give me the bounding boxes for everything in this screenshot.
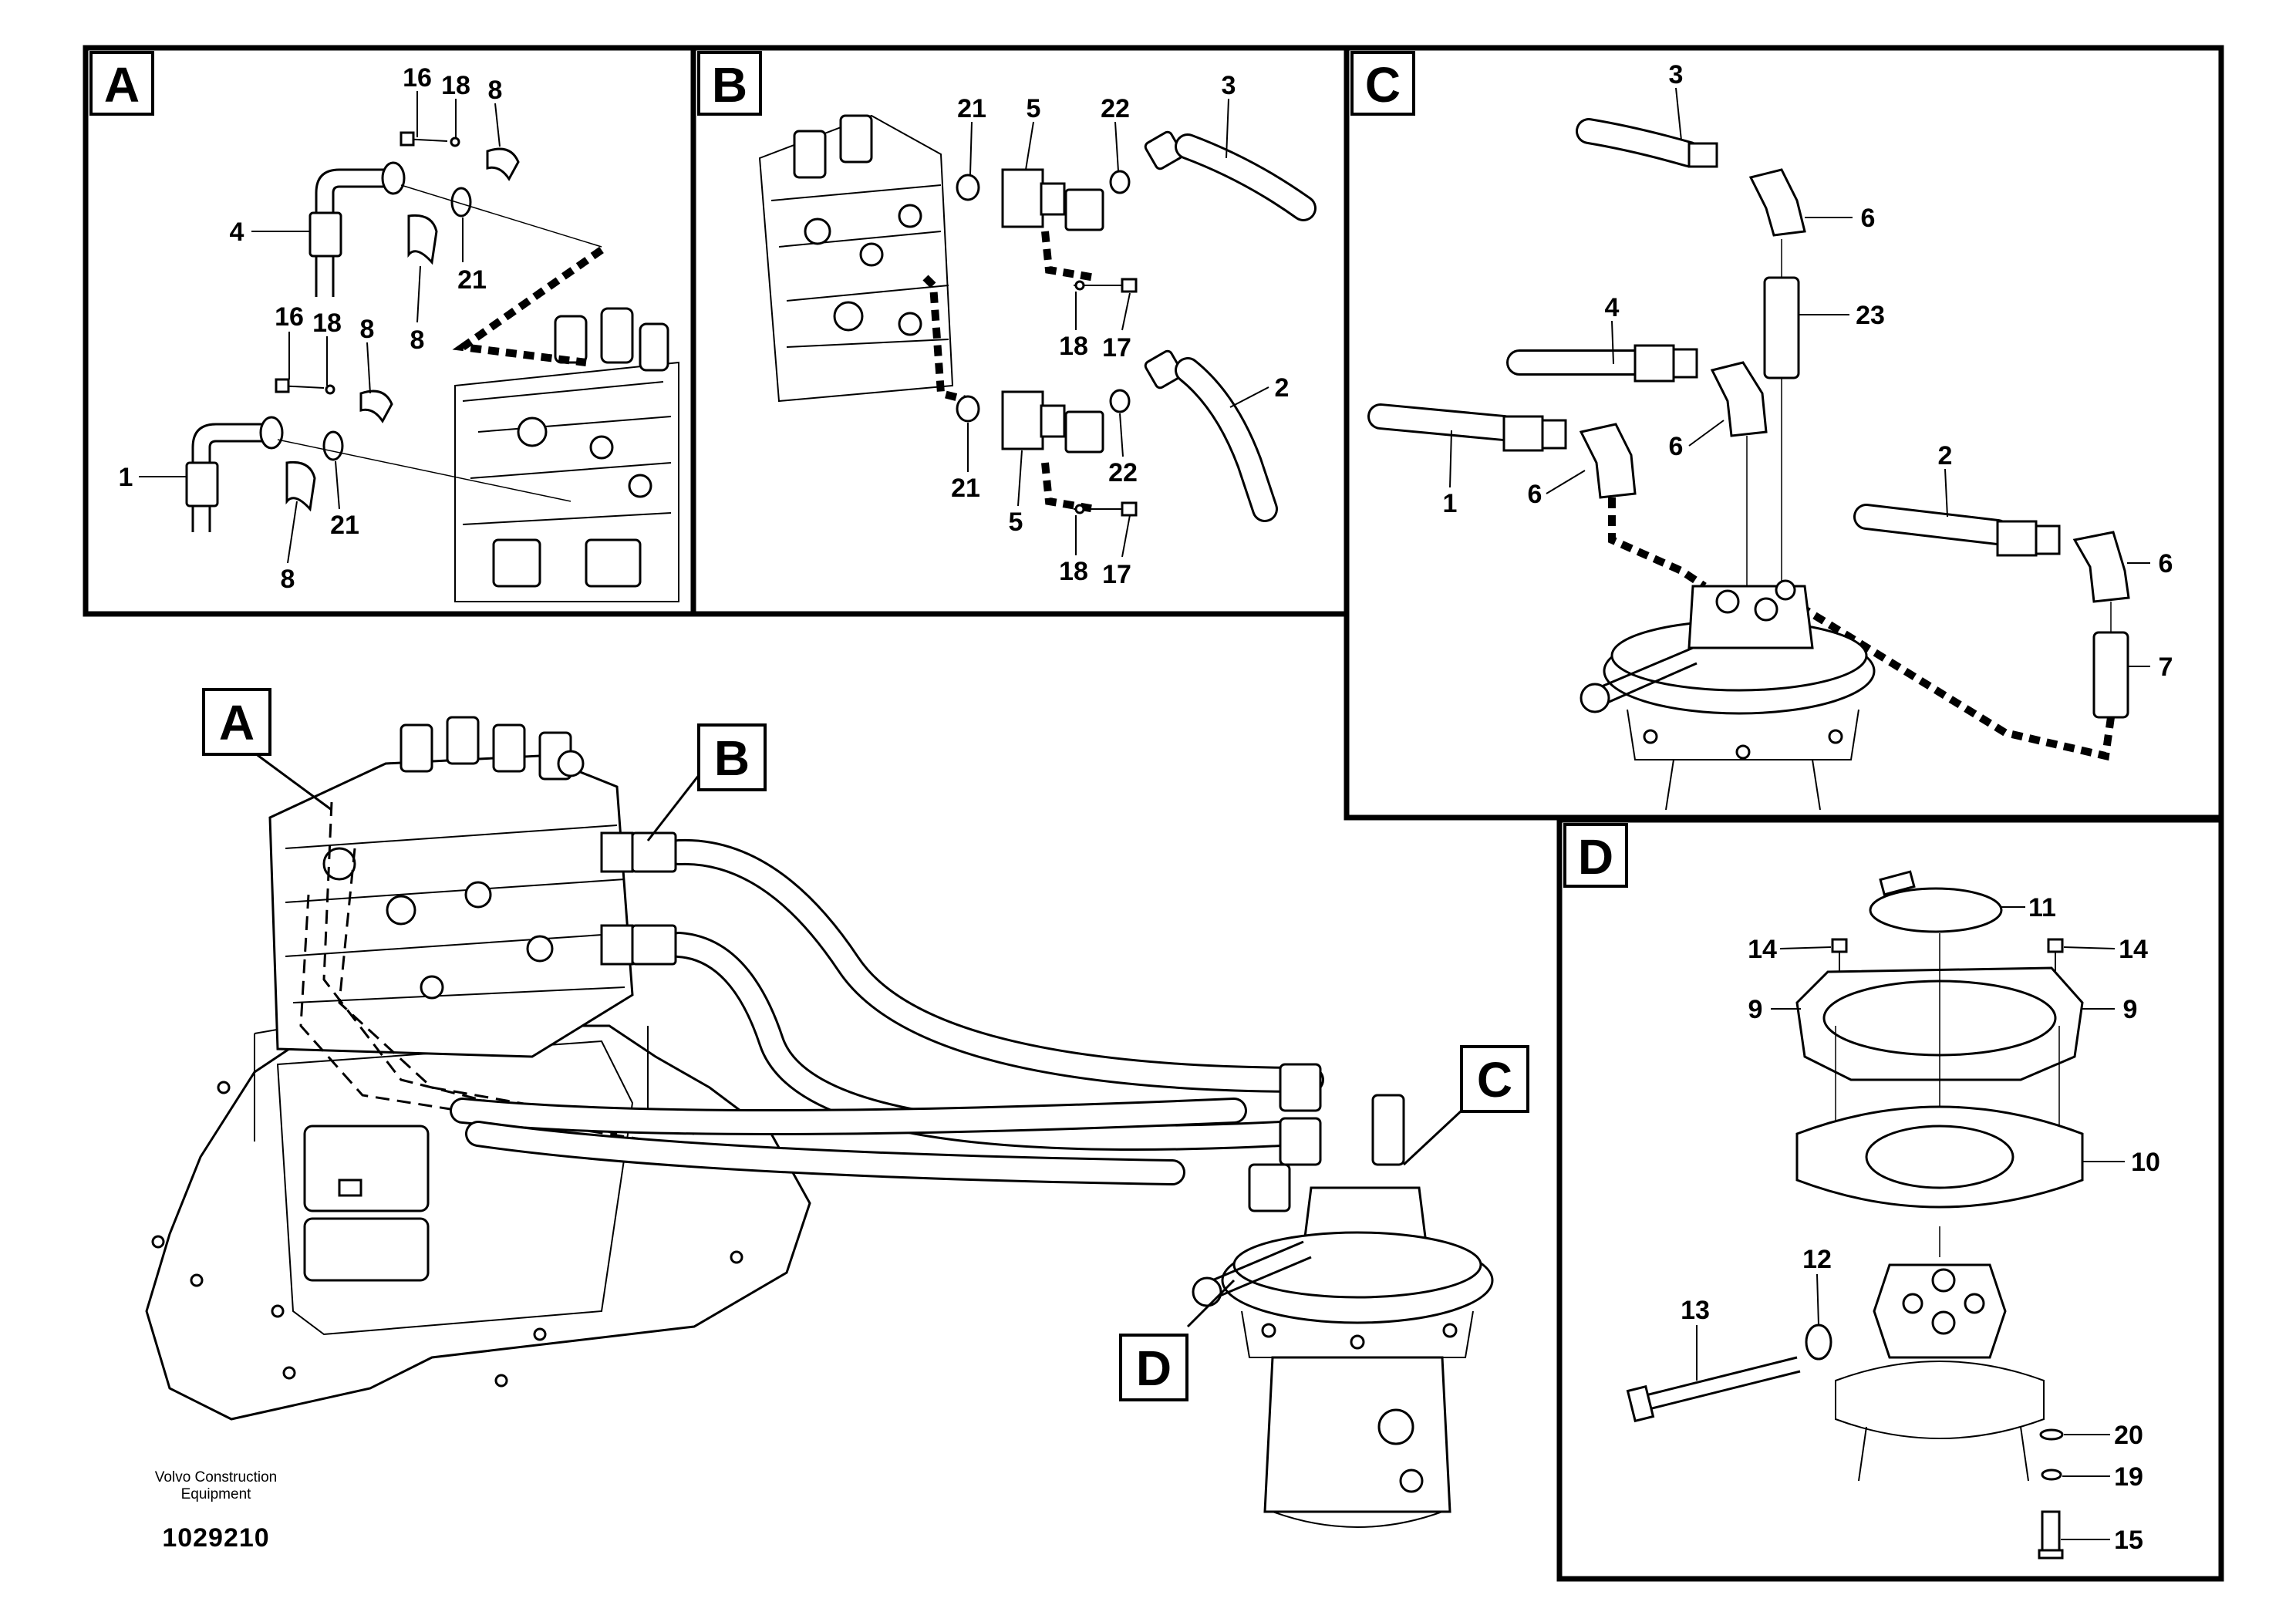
callout: 3 bbox=[1222, 71, 1236, 100]
company-name-line1: Volvo Construction bbox=[154, 1469, 278, 1485]
callout: 9 bbox=[2123, 995, 2138, 1024]
main-tag-c: C bbox=[1402, 1045, 1529, 1166]
panel-c-tag-text: C bbox=[1365, 57, 1401, 113]
callout: 17 bbox=[1102, 333, 1131, 363]
callout: 1 bbox=[1443, 489, 1458, 518]
callout: 5 bbox=[1027, 94, 1041, 123]
panel-a-callouts: 16 18 8 4 21 8 16 18 8 1 8 21 bbox=[119, 63, 503, 594]
panel-d-callouts: 11 14 14 9 9 10 12 13 20 19 15 bbox=[1681, 893, 2160, 1555]
panel-a-tag: A bbox=[89, 51, 154, 116]
callout: 6 bbox=[1669, 432, 1684, 461]
footer-block: Volvo Construction Equipment 1029210 bbox=[123, 1469, 308, 1553]
main-tag-a-text: A bbox=[219, 695, 255, 750]
panel-a-drawing bbox=[185, 131, 679, 602]
callout: 3 bbox=[1669, 60, 1684, 89]
callout: 12 bbox=[1802, 1245, 1832, 1274]
main-tag-d-text: D bbox=[1136, 1340, 1172, 1396]
panel-b-drawing bbox=[758, 114, 1317, 522]
callout: 21 bbox=[951, 474, 980, 503]
callout: 18 bbox=[441, 71, 470, 100]
panel-d-tag-text: D bbox=[1578, 829, 1613, 885]
callout: 6 bbox=[1861, 204, 1876, 233]
callout: 22 bbox=[1108, 458, 1138, 487]
callout: 8 bbox=[360, 315, 375, 344]
callout: 9 bbox=[1748, 995, 1763, 1024]
callout: 6 bbox=[1528, 480, 1542, 509]
callout: 4 bbox=[1605, 293, 1620, 322]
swivel-joint-c bbox=[1580, 579, 1876, 811]
company-name-line2: Equipment bbox=[180, 1486, 251, 1502]
callout: 11 bbox=[2028, 893, 2056, 922]
callout: 20 bbox=[2114, 1421, 2143, 1450]
callout: 5 bbox=[1009, 508, 1023, 537]
panel-c-drawing bbox=[1367, 118, 2130, 811]
main-control-valve bbox=[268, 716, 634, 1058]
main-tag-d: D bbox=[1119, 1279, 1236, 1401]
callout: 23 bbox=[1856, 301, 1885, 330]
callout: 8 bbox=[488, 76, 503, 105]
callout: 8 bbox=[281, 565, 295, 594]
callout: 2 bbox=[1938, 441, 1953, 470]
callout: 22 bbox=[1101, 94, 1130, 123]
callout: 16 bbox=[275, 302, 304, 332]
main-swivel-joint bbox=[1192, 1063, 1494, 1528]
panel-c-tag: C bbox=[1350, 51, 1415, 116]
valve-block-a bbox=[454, 307, 679, 602]
main-tag-a: A bbox=[202, 688, 332, 811]
callout: 19 bbox=[2114, 1462, 2143, 1492]
callout: 16 bbox=[403, 63, 432, 93]
panel-c-callouts: 3 6 23 4 1 6 6 2 6 7 bbox=[1443, 60, 2173, 682]
control-valve-b bbox=[758, 114, 954, 403]
callout: 8 bbox=[410, 325, 425, 355]
callout: 10 bbox=[2131, 1148, 2160, 1177]
panel-d-drawing bbox=[1626, 870, 2084, 1560]
callout: 21 bbox=[457, 265, 487, 295]
main-tag-b-text: B bbox=[714, 730, 750, 786]
callout: 4 bbox=[230, 218, 244, 247]
callout: 1 bbox=[119, 463, 133, 492]
panel-d-frame bbox=[1556, 817, 2224, 1582]
callout: 21 bbox=[957, 94, 986, 123]
callout: 17 bbox=[1102, 560, 1131, 589]
callout: 14 bbox=[2119, 935, 2148, 964]
callout: 2 bbox=[1275, 373, 1290, 403]
callout: 15 bbox=[2114, 1526, 2143, 1555]
panel-b-tag-text: B bbox=[712, 57, 747, 113]
callout: 21 bbox=[330, 511, 359, 540]
callout: 18 bbox=[1059, 332, 1088, 361]
panel-d-tag: D bbox=[1563, 823, 1628, 888]
callout: 18 bbox=[312, 309, 342, 338]
panel-b-callouts: 21 5 22 3 18 17 2 21 5 22 18 17 bbox=[951, 71, 1289, 589]
callout: 18 bbox=[1059, 557, 1088, 586]
panel-b-tag: B bbox=[697, 51, 762, 116]
callout: 14 bbox=[1748, 935, 1777, 964]
main-tag-b: B bbox=[646, 723, 767, 841]
panel-a-tag-text: A bbox=[104, 57, 140, 113]
swivel-joint-d bbox=[1835, 1263, 2045, 1482]
callout: 13 bbox=[1681, 1296, 1710, 1325]
callout: 6 bbox=[2159, 549, 2173, 578]
drawing-number: 1029210 bbox=[162, 1523, 270, 1553]
main-tag-c-text: C bbox=[1477, 1052, 1512, 1108]
main-assembly-drawing bbox=[145, 716, 1494, 1528]
callout: 7 bbox=[2159, 653, 2173, 682]
